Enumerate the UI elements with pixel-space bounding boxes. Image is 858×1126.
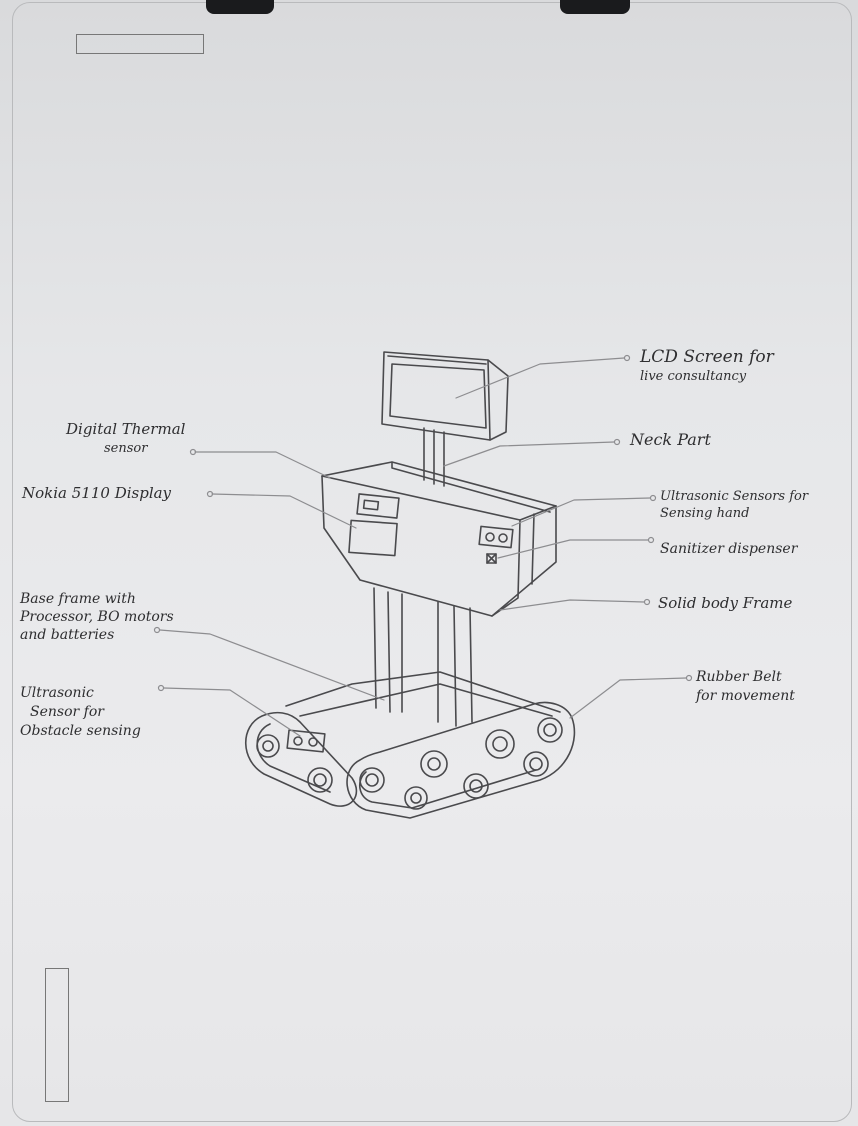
label-thermal-line1: Digital Thermal	[66, 420, 185, 439]
label-body-frame: Solid body Frame	[658, 594, 792, 613]
label-ultrasonic-hand-line1: Ultrasonic Sensors for	[660, 488, 808, 505]
label-base-line3: and batteries	[20, 626, 174, 644]
label-ultrasonic-obstacle: Ultrasonic Sensor for Obstacle sensing	[20, 684, 141, 741]
label-base-line2: Processor, BO motors	[20, 608, 174, 626]
label-ultrasonic-obstacle-line2: Sensor for	[20, 703, 141, 722]
leader-lines	[155, 356, 692, 737]
label-lcd-screen: LCD Screen for live consultancy	[640, 348, 774, 386]
left-track	[246, 713, 357, 806]
label-body-frame-line1: Solid body Frame	[658, 594, 792, 613]
label-rubber-belt: Rubber Belt for movement	[696, 668, 795, 706]
label-sanitizer: Sanitizer dispenser	[660, 540, 797, 559]
label-nokia-display: Nokia 5110 Display	[22, 484, 171, 503]
label-base-line1: Base frame with	[20, 590, 174, 608]
label-neck-line1: Neck Part	[630, 430, 711, 449]
label-ultrasonic-hand: Ultrasonic Sensors for Sensing hand	[660, 488, 808, 522]
label-base-frame: Base frame with Processor, BO motors and…	[20, 590, 174, 644]
label-neck-part: Neck Part	[630, 430, 711, 449]
label-rubber-line2: for movement	[696, 687, 795, 706]
right-track	[347, 703, 574, 818]
label-ultrasonic-hand-line2: Sensing hand	[660, 505, 808, 522]
lcd-screen	[382, 352, 508, 440]
label-nokia-line1: Nokia 5110 Display	[22, 484, 171, 503]
label-sanitizer-line1: Sanitizer dispenser	[660, 540, 797, 559]
label-lcd-line2: live consultancy	[640, 367, 774, 386]
label-thermal-sensor: Digital Thermal sensor	[66, 420, 185, 458]
label-ultrasonic-obstacle-line1: Ultrasonic	[20, 684, 141, 703]
label-ultrasonic-obstacle-line3: Obstacle sensing	[20, 722, 141, 741]
body-columns	[374, 588, 472, 726]
label-lcd-line1: LCD Screen for	[640, 348, 774, 367]
body-box	[322, 462, 556, 616]
label-rubber-line1: Rubber Belt	[696, 668, 795, 687]
label-thermal-line2: sensor	[66, 439, 185, 458]
